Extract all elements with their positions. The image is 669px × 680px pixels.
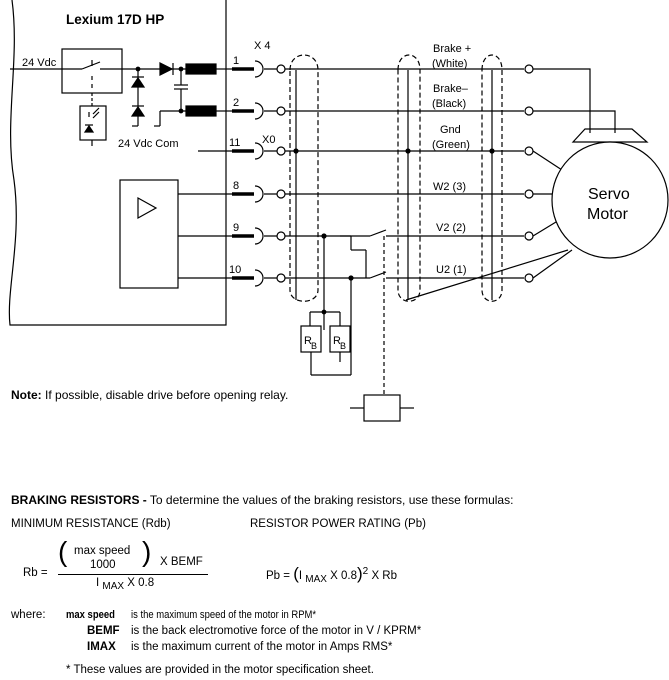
motor-label-1: Servo [588,186,630,203]
wiring-diagram: Lexium 17D HP 24 Vdc 24 Vdc Com [8,0,669,422]
motor-terminals [276,64,534,283]
connector-x0-label: X0 [262,134,275,146]
svg-text:V2 (2): V2 (2) [436,222,466,234]
svg-text:(White): (White) [432,58,467,70]
desc-imax: is the maximum current of the motor in A… [131,641,393,653]
svg-text:9: 9 [233,222,239,234]
svg-text:Gnd: Gnd [440,124,461,136]
svg-text:2: 2 [233,97,239,109]
pin-sockets [254,60,264,287]
svg-text:B: B [311,341,317,351]
braking-heading: BRAKING RESISTORS - To determine the val… [11,493,514,507]
cable-shields [289,54,503,302]
relay-coil [363,394,401,422]
connector-pins [232,67,254,280]
svg-text:11: 11 [229,137,240,149]
pin-numbers: 1 2 11 8 9 10 [229,55,241,276]
svg-text:(Black): (Black) [432,98,466,110]
servo-motor [551,141,669,259]
power-rating-label: RESISTOR POWER RATING (Pb) [250,518,426,530]
cable-wires [264,68,524,279]
svg-text:W2 (3): W2 (3) [433,181,466,193]
svg-text:B: B [340,341,346,351]
formula-pb: Pb = (I MAX X 0.8)2 X Rb [266,564,398,585]
motor-label-2: Motor [587,206,629,223]
connector-x4-label: X 4 [254,40,271,52]
fraction-bar [58,574,208,575]
drive-title: Lexium 17D HP [66,12,164,27]
svg-text:1: 1 [233,55,239,67]
note-text: Note: If possible, disable drive before … [11,388,289,402]
term-imax: IMAX [87,641,116,653]
svg-text:U2 (1): U2 (1) [436,264,467,276]
svg-text:R: R [333,335,341,347]
term-max-speed: max speed [66,609,115,621]
motor-brake [571,128,649,143]
supply-label: 24 Vdc [22,57,57,69]
amplifier-box [119,179,179,289]
drive-outline [8,0,227,326]
where-label: where: [11,609,46,621]
optocoupler [79,105,107,141]
ferrite-bead-1 [185,63,217,75]
term-bemf: BEMF [87,625,120,637]
svg-text:Brake +: Brake + [433,43,471,55]
desc-bemf: is the back electromotive force of the m… [131,625,422,637]
shield-drains [293,70,495,300]
svg-text:8: 8 [233,180,239,192]
desc-max-speed: is the maximum speed of the motor in RPM… [131,609,317,621]
svg-text:Brake–: Brake– [433,83,469,95]
ferrite-bead-2 [185,105,217,117]
wire-labels: Brake + (White) Brake– (Black) Gnd (Gree… [432,43,471,276]
footnote: * These values are provided in the motor… [66,664,374,676]
com-label: 24 Vdc Com [118,138,179,150]
note-label: Note: [11,388,42,402]
svg-text:10: 10 [229,264,241,276]
svg-text:R: R [304,335,312,347]
min-resistance-label: MINIMUM RESISTANCE (Rdb) [11,518,171,530]
svg-text:(Green): (Green) [432,139,470,151]
